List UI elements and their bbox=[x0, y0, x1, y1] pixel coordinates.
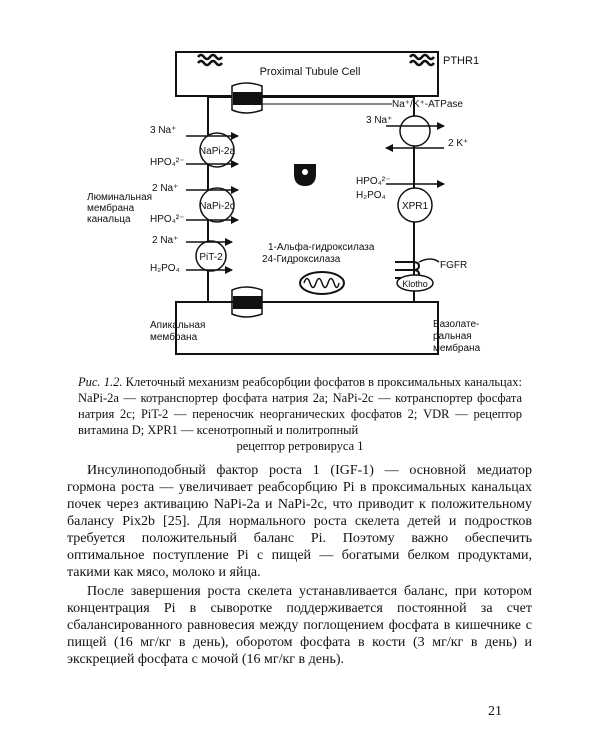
mitochondrion-icon bbox=[299, 271, 345, 295]
pthr1-receptor-left bbox=[197, 53, 223, 67]
body-text: Инсулиноподобный фактор роста 1 (IGF-1) … bbox=[67, 462, 532, 670]
svg-text:XPR1: XPR1 bbox=[402, 201, 429, 212]
apical-label-2: мембрана bbox=[150, 331, 198, 343]
h2po4-right: H₂PO₄ bbox=[356, 190, 386, 201]
cell-title: Proximal Tubule Cell bbox=[260, 66, 361, 78]
paragraph-1: Инсулиноподобный фактор роста 1 (IGF-1) … bbox=[67, 463, 532, 580]
paragraph-2: После завершения роста скелета устанавли… bbox=[67, 584, 532, 667]
page-number: 21 bbox=[488, 704, 502, 719]
two-na-b: 2 Na⁺ bbox=[152, 235, 178, 246]
tight-junction-top bbox=[231, 82, 263, 114]
hydroxylase-2: 24-Гидроксилаза bbox=[262, 254, 341, 265]
top-compartment: Proximal Tubule Cell bbox=[175, 51, 439, 97]
basolateral-label-1: Базолате- bbox=[433, 319, 479, 330]
hpo4-a: HPO₄²⁻ bbox=[150, 157, 184, 168]
svg-text:PiT-2: PiT-2 bbox=[199, 252, 223, 263]
three-na-left: 3 Na⁺ bbox=[150, 125, 176, 136]
pthr1-label: PTHR1 bbox=[443, 55, 479, 67]
figure-caption-label: Рис. 1.2. bbox=[78, 375, 123, 389]
vdr-receptor-icon bbox=[294, 164, 316, 186]
fgfr-label: FGFR bbox=[440, 260, 467, 271]
three-na-right: 3 Na⁺ bbox=[366, 115, 392, 126]
luminal-label-2: мембрана bbox=[87, 202, 135, 214]
napi2a-transporter: NaPi-2a bbox=[199, 132, 236, 168]
hpo4-b: HPO₄²⁻ bbox=[150, 214, 184, 225]
figure-caption-last-line: рецептор ретровируса 1 bbox=[236, 439, 364, 453]
na-k-atpase-label: Na⁺/K⁺-ATPase bbox=[392, 99, 463, 110]
two-na-a: 2 Na⁺ bbox=[152, 183, 178, 194]
pthr1-receptor-right bbox=[409, 53, 435, 67]
hpo4-right: HPO₄²⁻ bbox=[356, 176, 390, 187]
apical-label-1: Апикальная bbox=[150, 320, 205, 331]
luminal-label-1: Люминальная bbox=[87, 192, 152, 203]
hydroxylase-1: 1-Альфа-гидроксилаза bbox=[268, 241, 375, 253]
figure-caption-text: Клеточный механизм реабсорбции фосфатов … bbox=[78, 375, 523, 437]
klotho-protein: Klotho bbox=[396, 274, 434, 292]
two-k: 2 K⁺ bbox=[448, 138, 468, 149]
basolateral-label-2: ральная bbox=[433, 331, 472, 342]
bottom-compartment bbox=[175, 301, 439, 355]
pit2-transporter: PiT-2 bbox=[195, 240, 227, 272]
xpr1-transporter: XPR1 bbox=[386, 180, 445, 223]
napi2c-transporter: NaPi-2c bbox=[199, 187, 235, 223]
svg-text:Klotho: Klotho bbox=[402, 279, 428, 289]
svg-text:NaPi-2c: NaPi-2c bbox=[199, 201, 235, 212]
basolateral-label-3: мембрана bbox=[433, 342, 481, 354]
h2po4-left: H₂PO₄ bbox=[150, 263, 180, 274]
phosphate-reabsorption-diagram: Proximal Tubule Cell PTHR1 Na⁺/K⁺-ATPase… bbox=[87, 51, 481, 355]
figure-caption: Рис. 1.2. Клеточный механизм реабсорбции… bbox=[78, 374, 522, 454]
svg-text:NaPi-2a: NaPi-2a bbox=[199, 146, 236, 157]
na-k-atpase-pump bbox=[385, 115, 445, 152]
luminal-label-3: канальца bbox=[87, 214, 131, 225]
left-ion-flows bbox=[186, 132, 239, 274]
